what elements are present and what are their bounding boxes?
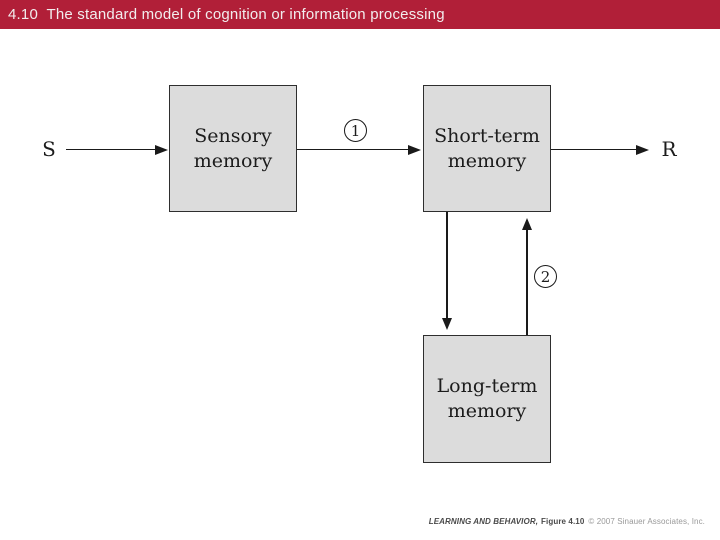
credit-copyright: © 2007 Sinauer Associates, Inc.: [588, 517, 705, 526]
response-label: R: [661, 137, 677, 161]
long-term-memory-label-line2: memory: [447, 400, 527, 422]
arrow-stimulus-to-sensory-line: [66, 148, 156, 150]
slide-title-bar: 4.10 The standard model of cognition or …: [0, 0, 720, 29]
arrow-short-term-to-response-line: [551, 148, 637, 150]
credit-book-title: LEARNING AND BEHAVIOR,: [428, 517, 539, 526]
arrow-up-icon: [522, 218, 532, 230]
slide-title: 4.10 The standard model of cognition or …: [8, 6, 445, 23]
step-marker-1-number: 1: [350, 121, 361, 140]
arrow-down-icon: [442, 318, 452, 330]
stimulus-label: S: [42, 137, 56, 161]
step-marker-2: 2: [534, 265, 557, 288]
arrow-long-term-to-short-term-line: [526, 230, 528, 335]
short-term-memory-label-line2: memory: [447, 149, 527, 172]
short-term-memory-label-line1: Short-term: [434, 124, 540, 147]
arrow-sensory-to-short-term-line: [297, 148, 409, 150]
figure-credit: LEARNING AND BEHAVIOR,Figure 4.10© 2007 …: [429, 516, 705, 527]
long-term-memory-box: Long-term memory: [423, 335, 551, 463]
sensory-memory-box: Sensory memory: [169, 85, 297, 212]
arrow-right-icon: [155, 144, 168, 155]
long-term-memory-label-line1: Long-term: [436, 375, 538, 397]
short-term-memory-box: Short-term memory: [423, 85, 551, 212]
step-marker-1: 1: [344, 119, 367, 142]
sensory-memory-label-line2: memory: [193, 149, 273, 172]
sensory-memory-label-line1: Sensory: [194, 124, 272, 147]
step-marker-2-number: 2: [540, 267, 551, 286]
credit-figure-number: Figure 4.10: [541, 517, 585, 526]
arrow-right-icon: [408, 144, 421, 155]
arrow-short-term-to-long-term-line: [446, 212, 448, 318]
arrow-right-icon: [636, 144, 649, 155]
